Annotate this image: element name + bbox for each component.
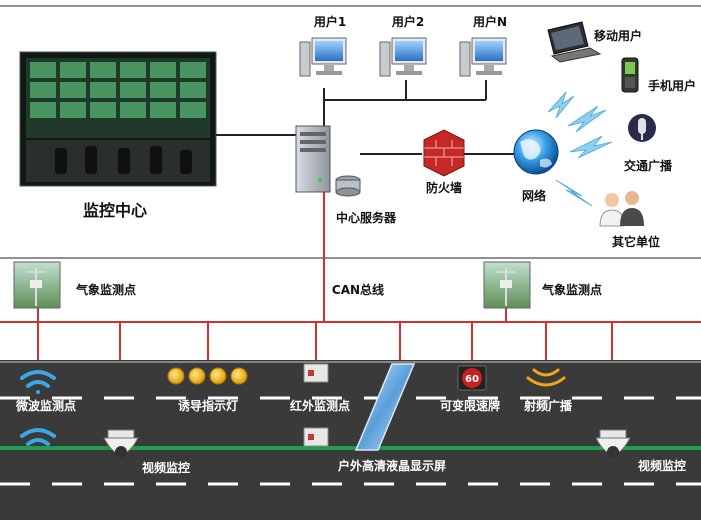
weather-station-icon xyxy=(483,261,531,309)
video-wall-icon xyxy=(26,58,210,182)
rfid-broadcast: 射频广播 xyxy=(523,368,573,413)
video-camera-right-label: 视频监控 xyxy=(638,458,686,473)
broadcast-wave-icon xyxy=(526,368,566,387)
weather-station-right: 气象监测点 xyxy=(483,261,602,309)
mobile-phone-icon xyxy=(621,57,639,93)
server-icon xyxy=(295,125,361,197)
wireless-signals xyxy=(547,91,613,207)
brick-wall-icon xyxy=(423,129,465,177)
microwave-detector-label: 微波监测点 xyxy=(15,398,76,413)
monitoring-center: 监控中心 xyxy=(19,51,217,220)
wireless-bolt-icon xyxy=(555,179,593,207)
user-1-label: 用户1 xyxy=(313,14,346,29)
variable-speed-sign: 60 可变限速牌 xyxy=(440,365,500,413)
globe-icon xyxy=(513,129,559,175)
infrared-detector-label: 红外监测点 xyxy=(290,398,350,413)
video-camera-left-label: 视频监控 xyxy=(142,460,190,475)
client-phone-user-label: 手机用户 xyxy=(648,78,696,93)
client-traffic-broadcast-label: 交通广播 xyxy=(624,158,673,173)
desktop-computer-icon xyxy=(299,37,347,77)
client-other-units-label: 其它单位 xyxy=(612,234,660,249)
video-camera-left: 视频监控 xyxy=(103,429,190,475)
wireless-bolt-icon xyxy=(547,91,575,119)
weather-station-right-label: 气象监测点 xyxy=(541,282,602,297)
user-1: 用户1 xyxy=(299,14,347,77)
microphone-icon xyxy=(628,114,656,142)
wireless-bolt-icon xyxy=(567,105,607,133)
outdoor-lcd-screen-label: 户外高清液晶显示屏 xyxy=(338,458,446,473)
desktop-computer-icon xyxy=(379,37,427,77)
laptop-icon xyxy=(547,21,602,63)
user-2: 用户2 xyxy=(379,14,427,77)
video-camera-right: 视频监控 xyxy=(595,429,686,473)
firewall: 防火墙 xyxy=(423,129,465,195)
user-n-label: 用户N xyxy=(472,14,507,29)
monitoring-center-label: 监控中心 xyxy=(83,201,147,220)
rfid-broadcast-label: 射频广播 xyxy=(523,398,573,413)
weather-station-left: 气象监测点 xyxy=(13,261,136,309)
guide-lights: 诱导指示灯 xyxy=(167,367,248,413)
sensor-box-icon xyxy=(303,427,329,447)
wifi-signal-icon xyxy=(20,428,56,446)
central-server: 中心服务器 xyxy=(295,125,397,225)
speed-limit-value: 60 xyxy=(465,374,479,385)
server-label: 中心服务器 xyxy=(336,210,397,225)
client-traffic-broadcast: 交通广播 xyxy=(624,114,673,173)
can-bus-label: CAN总线 xyxy=(332,282,384,297)
infrared-detector: 红外监测点 xyxy=(290,363,350,447)
can-bus: CAN总线 xyxy=(0,192,701,432)
wireless-bolt-icon xyxy=(569,135,613,159)
dome-camera-icon xyxy=(103,429,139,458)
traffic-lamp-icon xyxy=(167,367,248,385)
dome-camera-icon xyxy=(595,429,631,458)
desktop-computer-icon xyxy=(459,37,507,77)
user-n: 用户N xyxy=(459,14,507,77)
user-2-label: 用户2 xyxy=(391,14,424,29)
client-phone-user: 手机用户 xyxy=(621,57,696,93)
sensor-box-icon xyxy=(303,363,329,383)
client-other-units: 其它单位 xyxy=(599,191,660,249)
microwave-detector: 微波监测点 xyxy=(15,370,76,446)
firewall-label: 防火墙 xyxy=(426,180,462,195)
wifi-signal-icon xyxy=(20,370,56,394)
variable-speed-sign-label: 可变限速牌 xyxy=(440,398,500,413)
guide-lights-label: 诱导指示灯 xyxy=(178,398,238,413)
network-label: 网络 xyxy=(522,188,546,203)
client-mobile-user: 移动用户 xyxy=(547,21,642,63)
weather-station-left-label: 气象监测点 xyxy=(75,282,136,297)
people-icon xyxy=(599,191,644,227)
network: 网络 xyxy=(513,129,559,203)
weather-station-icon xyxy=(13,261,61,309)
outdoor-lcd-screen: 户外高清液晶显示屏 xyxy=(338,363,446,473)
client-mobile-user-label: 移动用户 xyxy=(594,28,642,43)
connection-lines xyxy=(216,80,516,155)
